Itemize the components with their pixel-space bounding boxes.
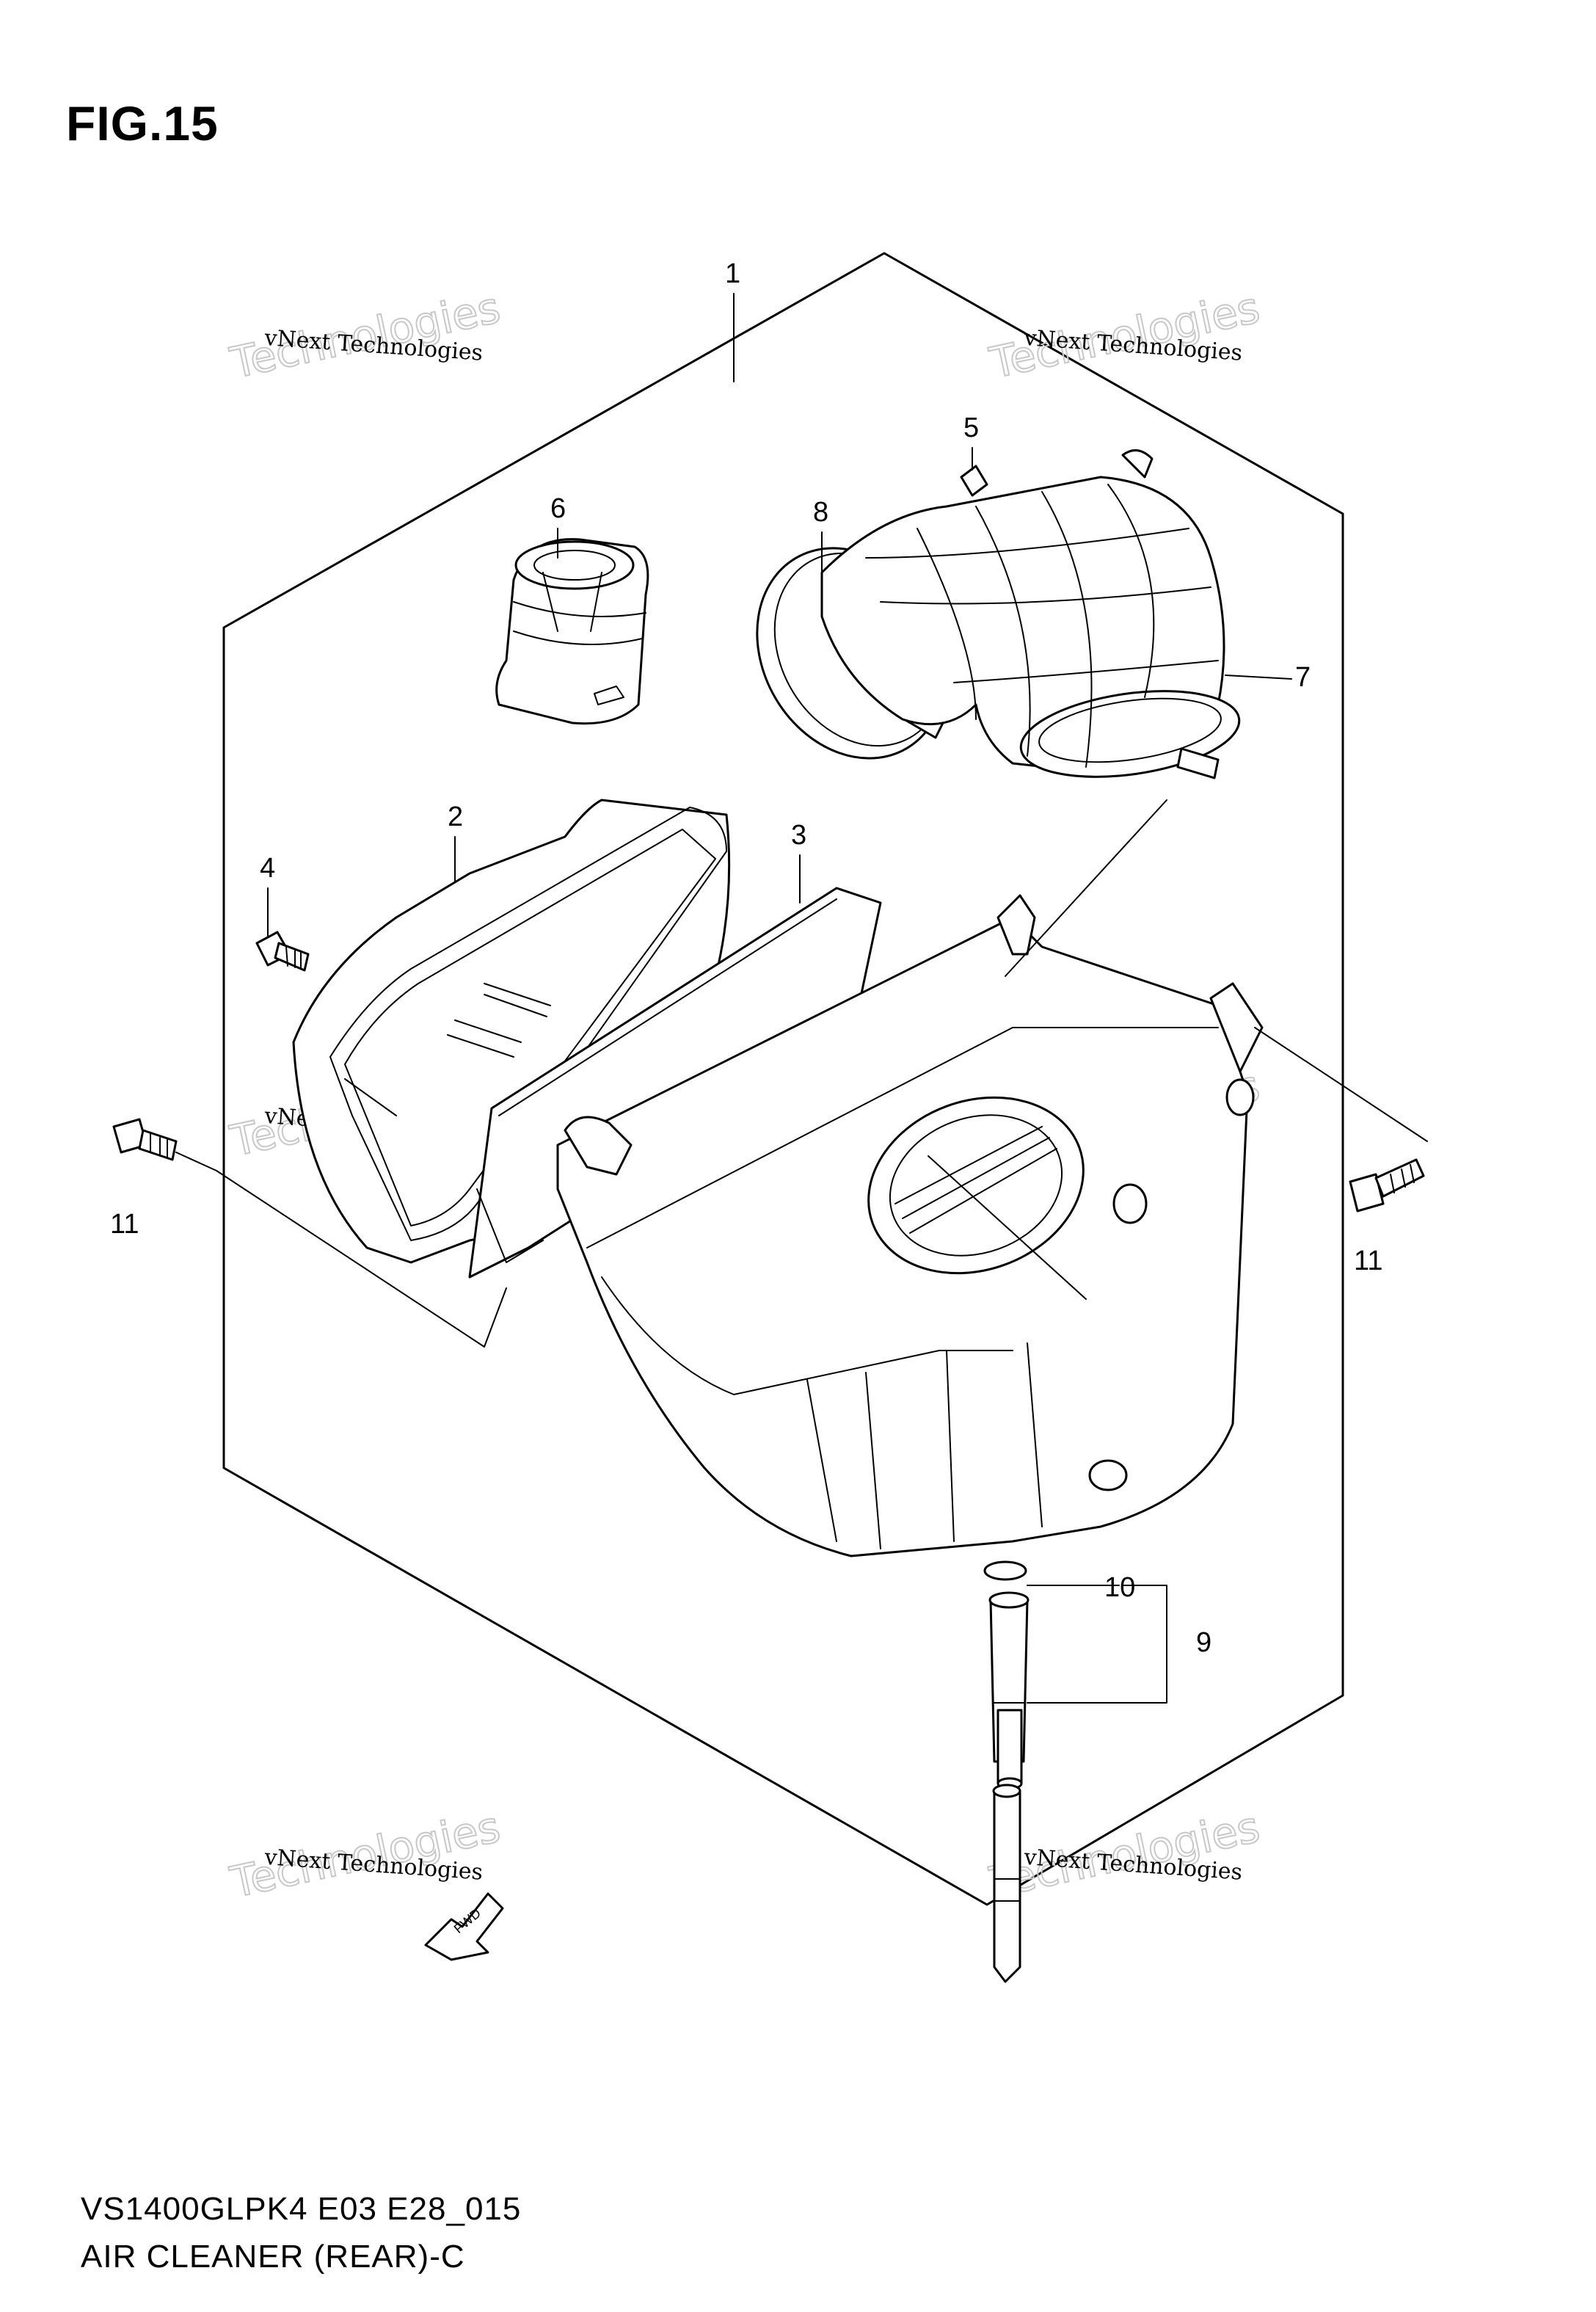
part-10-o-ring bbox=[983, 1560, 1027, 1581]
part-4-bolt bbox=[255, 931, 310, 972]
part-name: AIR CLEANER (REAR)-C bbox=[81, 2239, 465, 2275]
callout-5: 5 bbox=[963, 412, 979, 443]
air-cleaner-box bbox=[556, 894, 1264, 1557]
fwd-arrow-icon: FWD bbox=[424, 1892, 504, 1961]
part-11-bolt-right bbox=[1349, 1158, 1425, 1213]
callout-11-right: 11 bbox=[1354, 1246, 1382, 1276]
figure-title: FIG.15 bbox=[66, 96, 219, 150]
callout-10: 10 bbox=[1104, 1572, 1135, 1603]
part-7-intake-boot bbox=[820, 449, 1241, 779]
callout-3: 3 bbox=[791, 820, 806, 851]
callout-11-left: 11 bbox=[110, 1209, 139, 1240]
part-6-duct bbox=[495, 538, 649, 725]
callout-4: 4 bbox=[260, 853, 275, 884]
callout-1: 1 bbox=[725, 258, 740, 289]
assembly-outline bbox=[222, 252, 1344, 1906]
callout-6: 6 bbox=[550, 493, 566, 524]
part-9-drain-tube bbox=[988, 1591, 1030, 1983]
callout-8: 8 bbox=[813, 497, 828, 528]
part-11-bolt-left bbox=[112, 1118, 178, 1161]
callout-7: 7 bbox=[1295, 662, 1311, 693]
leader-lines bbox=[175, 293, 1428, 1704]
callout-9: 9 bbox=[1196, 1627, 1211, 1658]
callout-2: 2 bbox=[448, 801, 463, 832]
model-code: VS1400GLPK4 E03 E28_015 bbox=[81, 2191, 522, 2227]
